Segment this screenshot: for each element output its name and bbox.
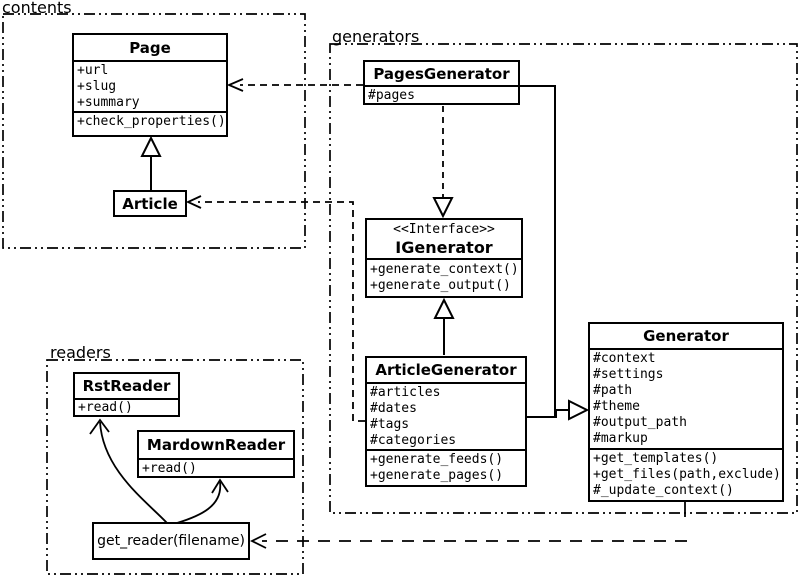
attribute-row: #output_path: [593, 415, 687, 430]
class-mardownreader-name: MardownReader: [139, 432, 293, 460]
class-articlegenerator-name: ArticleGenerator: [367, 358, 525, 384]
dependency-pagesgenerator-to-page: [226, 78, 363, 92]
class-page-methods: +check_properties(): [74, 113, 226, 135]
class-rstreader-methods: +read(): [75, 400, 178, 415]
package-label-readers: readers: [50, 343, 111, 362]
function-get-reader: get_reader(filename): [92, 522, 250, 560]
method-row: +generate_pages(): [370, 468, 504, 483]
class-articlegenerator-attributes: #articles #dates #tags #categories: [367, 384, 525, 451]
method-row: +read(): [78, 400, 133, 415]
class-generator: Generator #context #settings #path #them…: [588, 322, 784, 502]
attribute-row: #markup: [593, 431, 648, 446]
class-rstreader: RstReader +read(): [73, 372, 180, 417]
generalization-article-to-page: [140, 135, 162, 190]
generalization-articlegenerator-to-igenerator: [433, 297, 455, 355]
attribute-row: #tags: [370, 417, 410, 432]
attribute-row: #settings: [593, 367, 664, 382]
realization-pagesgenerator-to-igenerator: [432, 106, 454, 219]
class-articlegenerator-methods: +generate_feeds() +generate_pages(): [367, 451, 525, 485]
class-article-name: Article: [122, 194, 178, 213]
class-mardownreader-methods: +read(): [139, 460, 293, 476]
attribute-row: #categories: [370, 433, 457, 448]
class-page: Page +url +slug +summary +check_properti…: [72, 33, 228, 137]
dependency-articlegenerator-to-article: [185, 195, 365, 422]
class-generator-methods: +get_templates() +get_files(path,exclude…: [590, 450, 782, 500]
class-igenerator-name: IGenerator: [395, 238, 493, 257]
class-generator-name: Generator: [590, 324, 782, 350]
method-row: +check_properties(): [77, 114, 226, 129]
class-igenerator-stereotype: <<Interface>>: [393, 222, 495, 237]
call-getreader-to-rstreader: [89, 418, 168, 524]
class-articlegenerator: ArticleGenerator #articles #dates #tags …: [365, 356, 527, 487]
attribute-row: #dates: [370, 401, 417, 416]
class-igenerator-methods: +generate_context() +generate_output(): [367, 260, 521, 296]
package-border-generators: [329, 43, 798, 514]
attribute-row: +url: [77, 63, 109, 78]
dependency-generator-to-getreader: [249, 501, 687, 549]
class-page-name: Page: [74, 35, 226, 62]
class-pagesgenerator-attributes: #pages: [365, 87, 518, 103]
class-page-attributes: +url +slug +summary: [74, 62, 226, 113]
method-row: #_update_context(): [593, 483, 734, 498]
method-row: +get_templates(): [593, 451, 719, 466]
class-article: Article: [113, 190, 187, 217]
package-label-generators: generators: [332, 27, 420, 46]
attribute-row: #pages: [368, 88, 415, 103]
class-mardownreader: MardownReader +read(): [137, 430, 295, 478]
class-igenerator-title: <<Interface>> IGenerator: [367, 220, 521, 260]
attribute-row: #theme: [593, 399, 640, 414]
attribute-row: #context: [593, 351, 656, 366]
method-row: +get_files(path,exclude): [593, 467, 781, 482]
class-igenerator: <<Interface>> IGenerator +generate_conte…: [365, 218, 523, 298]
attribute-row: +slug: [77, 79, 117, 94]
class-pagesgenerator: PagesGenerator #pages: [363, 60, 520, 105]
method-row: +read(): [142, 461, 197, 476]
method-row: +generate_output(): [370, 278, 511, 293]
method-row: +generate_context(): [370, 262, 519, 277]
generalization-generators-to-generator: [519, 85, 590, 421]
class-pagesgenerator-name: PagesGenerator: [365, 62, 518, 87]
call-getreader-to-mardownreader: [176, 478, 229, 524]
method-row: +generate_feeds(): [370, 452, 504, 467]
package-label-contents: contents: [2, 0, 72, 17]
package-border-contents: [2, 13, 306, 249]
attribute-row: #articles: [370, 385, 441, 400]
attribute-row: #path: [593, 383, 633, 398]
class-rstreader-name: RstReader: [75, 374, 178, 400]
attribute-row: +summary: [77, 95, 140, 110]
class-generator-attributes: #context #settings #path #theme #output_…: [590, 350, 782, 450]
package-border-readers: [46, 359, 304, 575]
